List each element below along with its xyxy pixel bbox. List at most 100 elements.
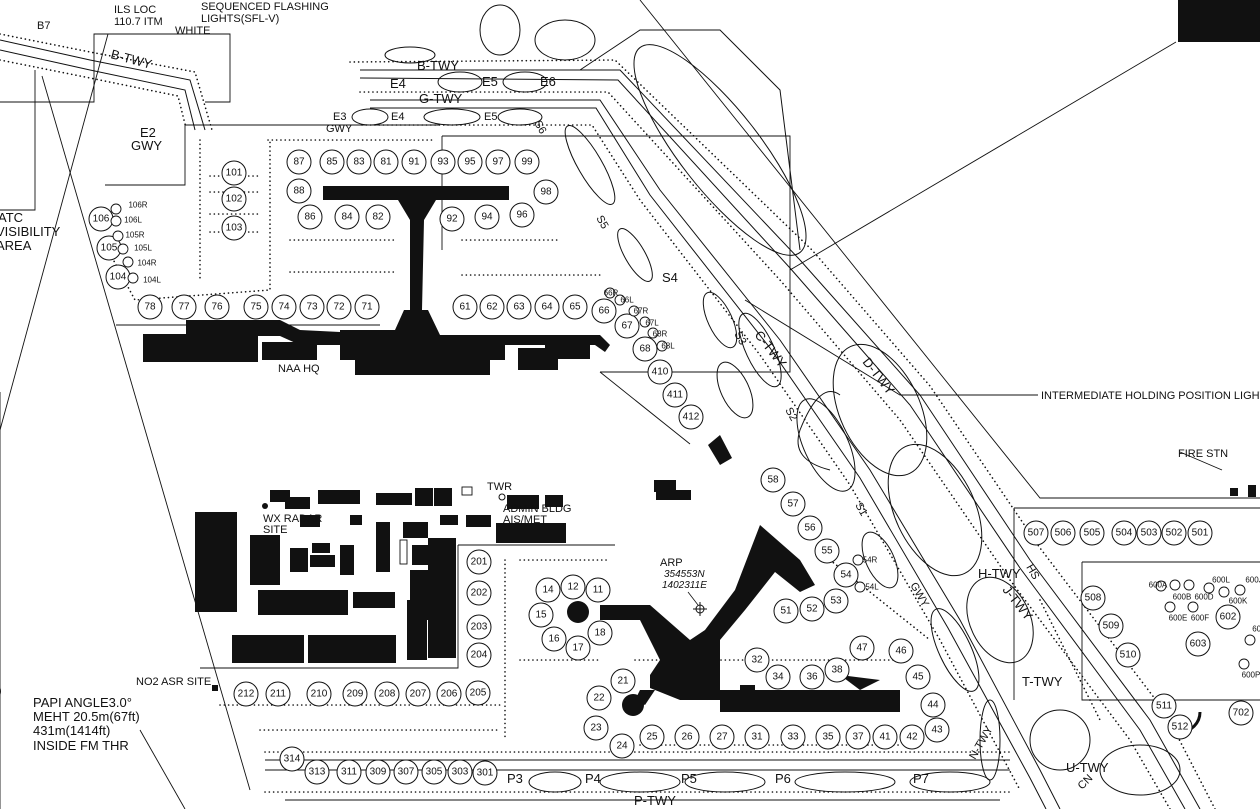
stand-circle — [221, 160, 247, 186]
stand-circle — [171, 294, 197, 320]
stand-circle — [346, 149, 372, 175]
stand-number: 84 — [341, 212, 353, 223]
stand-number: 512 — [1172, 722, 1189, 733]
stand-42: 42 — [899, 724, 925, 750]
stand-circle — [845, 724, 871, 750]
stand-101: 101 — [221, 160, 247, 186]
papi-label-2: MEHT 20.5m(67ft) — [33, 709, 140, 724]
stand-412: 412 — [678, 404, 704, 430]
sub-stand-number: 67L — [645, 319, 659, 328]
stand-504: 504 — [1111, 520, 1137, 546]
sub-stand-circle — [1169, 579, 1181, 591]
stand-number: 72 — [333, 302, 345, 313]
stand-circle — [1187, 520, 1213, 546]
stand-number: 510 — [1120, 650, 1137, 661]
stand-55: 55 — [814, 538, 840, 564]
sub-stand-number: 600P — [1242, 671, 1260, 680]
stand-circle — [780, 491, 806, 517]
stand-211: 211 — [265, 681, 291, 707]
stand-number: 15 — [535, 610, 547, 621]
stand-number: 602 — [1220, 612, 1237, 623]
admin-bldg-label-1: ADMIN BLDG — [503, 503, 571, 515]
stand-circle — [541, 626, 567, 652]
buildings — [143, 0, 1260, 734]
stand-circle — [1228, 700, 1254, 726]
sub-stand-number: 106R — [128, 201, 147, 210]
sub-stand-number: 600D — [1194, 593, 1213, 602]
stand-circle — [509, 202, 535, 228]
e5-label-a: E5 — [482, 74, 498, 89]
sub-stand-600D: 600D — [1183, 579, 1214, 602]
stand-number: 101 — [226, 168, 243, 179]
stand-68: 68 — [632, 336, 658, 362]
sub-stand-106R: 106R — [110, 201, 148, 215]
stand-503: 503 — [1136, 520, 1162, 546]
stand-number: 62 — [486, 302, 498, 313]
stand-34: 34 — [765, 664, 791, 690]
stand-circle — [436, 681, 462, 707]
sub-stand-circle — [656, 340, 668, 352]
h-twy-label: H-TWY — [978, 566, 1021, 581]
stand-number: 17 — [572, 643, 584, 654]
stand-21: 21 — [610, 668, 636, 694]
sfl-label-1: SEQUENCED FLASHING — [201, 1, 329, 13]
arp-label: ARP — [660, 557, 683, 569]
stand-number: 14 — [542, 585, 554, 596]
stand-number: 104 — [110, 272, 127, 283]
stand-number: 36 — [806, 672, 818, 683]
sub-stand-104R: 104R — [122, 256, 157, 268]
stand-88: 88 — [286, 178, 312, 204]
stand-number: 23 — [590, 723, 602, 734]
stand-number: 202 — [471, 588, 488, 599]
white-label: WHITE — [175, 25, 210, 37]
stand-32: 32 — [744, 647, 770, 673]
sub-stand-circle — [110, 203, 122, 215]
aircraft-sub-stands: 106R106L105R105L104R104L66R66L67R67L68R6… — [110, 201, 1260, 680]
stand-number: 58 — [767, 475, 779, 486]
sub-stand-circle — [639, 316, 651, 328]
stand-311: 311 — [336, 759, 362, 785]
stand-number: 81 — [380, 157, 392, 168]
stand-303: 303 — [447, 759, 473, 785]
stand-number: 102 — [226, 194, 243, 205]
wx-radar-label-2: SITE — [263, 524, 287, 536]
stand-number: 33 — [787, 732, 799, 743]
e6-label: E6 — [540, 74, 556, 89]
stand-circle — [233, 681, 259, 707]
stand-number: 21 — [617, 676, 629, 687]
stand-number: 314 — [284, 754, 301, 765]
ils-loc-label-2: 110.7 ITM — [114, 16, 163, 28]
stand-number: 301 — [477, 768, 494, 779]
stand-circle — [271, 294, 297, 320]
stand-number: 204 — [471, 650, 488, 661]
stand-number: 210 — [311, 689, 328, 700]
stand-512: 512 — [1167, 714, 1193, 740]
stand-number: 45 — [912, 672, 924, 683]
sub-stand-circle — [127, 272, 139, 284]
stand-circle — [506, 294, 532, 320]
stand-number: 55 — [821, 546, 833, 557]
stand-511: 511 — [1151, 693, 1177, 719]
stand-number: 98 — [540, 187, 552, 198]
stand-67: 67 — [614, 313, 640, 339]
stand-307: 307 — [393, 759, 419, 785]
stand-number: 66 — [598, 306, 610, 317]
stand-75: 75 — [243, 294, 269, 320]
sub-stand-circle — [614, 294, 626, 306]
stand-number: 410 — [652, 367, 669, 378]
stand-circle — [354, 294, 380, 320]
stand-circle — [204, 294, 230, 320]
stand-circle — [1215, 604, 1241, 630]
stand-circle — [286, 178, 312, 204]
stand-circle — [833, 562, 859, 588]
gwy-label: GWY — [907, 581, 931, 610]
stand-circle — [823, 588, 849, 614]
stand-circle — [1111, 520, 1137, 546]
stand-circle — [565, 635, 591, 661]
t-twy-label: T-TWY — [1022, 674, 1063, 689]
stand-circle — [760, 467, 786, 493]
stand-circle — [1098, 613, 1124, 639]
stand-27: 27 — [709, 724, 735, 750]
stand-96: 96 — [509, 202, 535, 228]
